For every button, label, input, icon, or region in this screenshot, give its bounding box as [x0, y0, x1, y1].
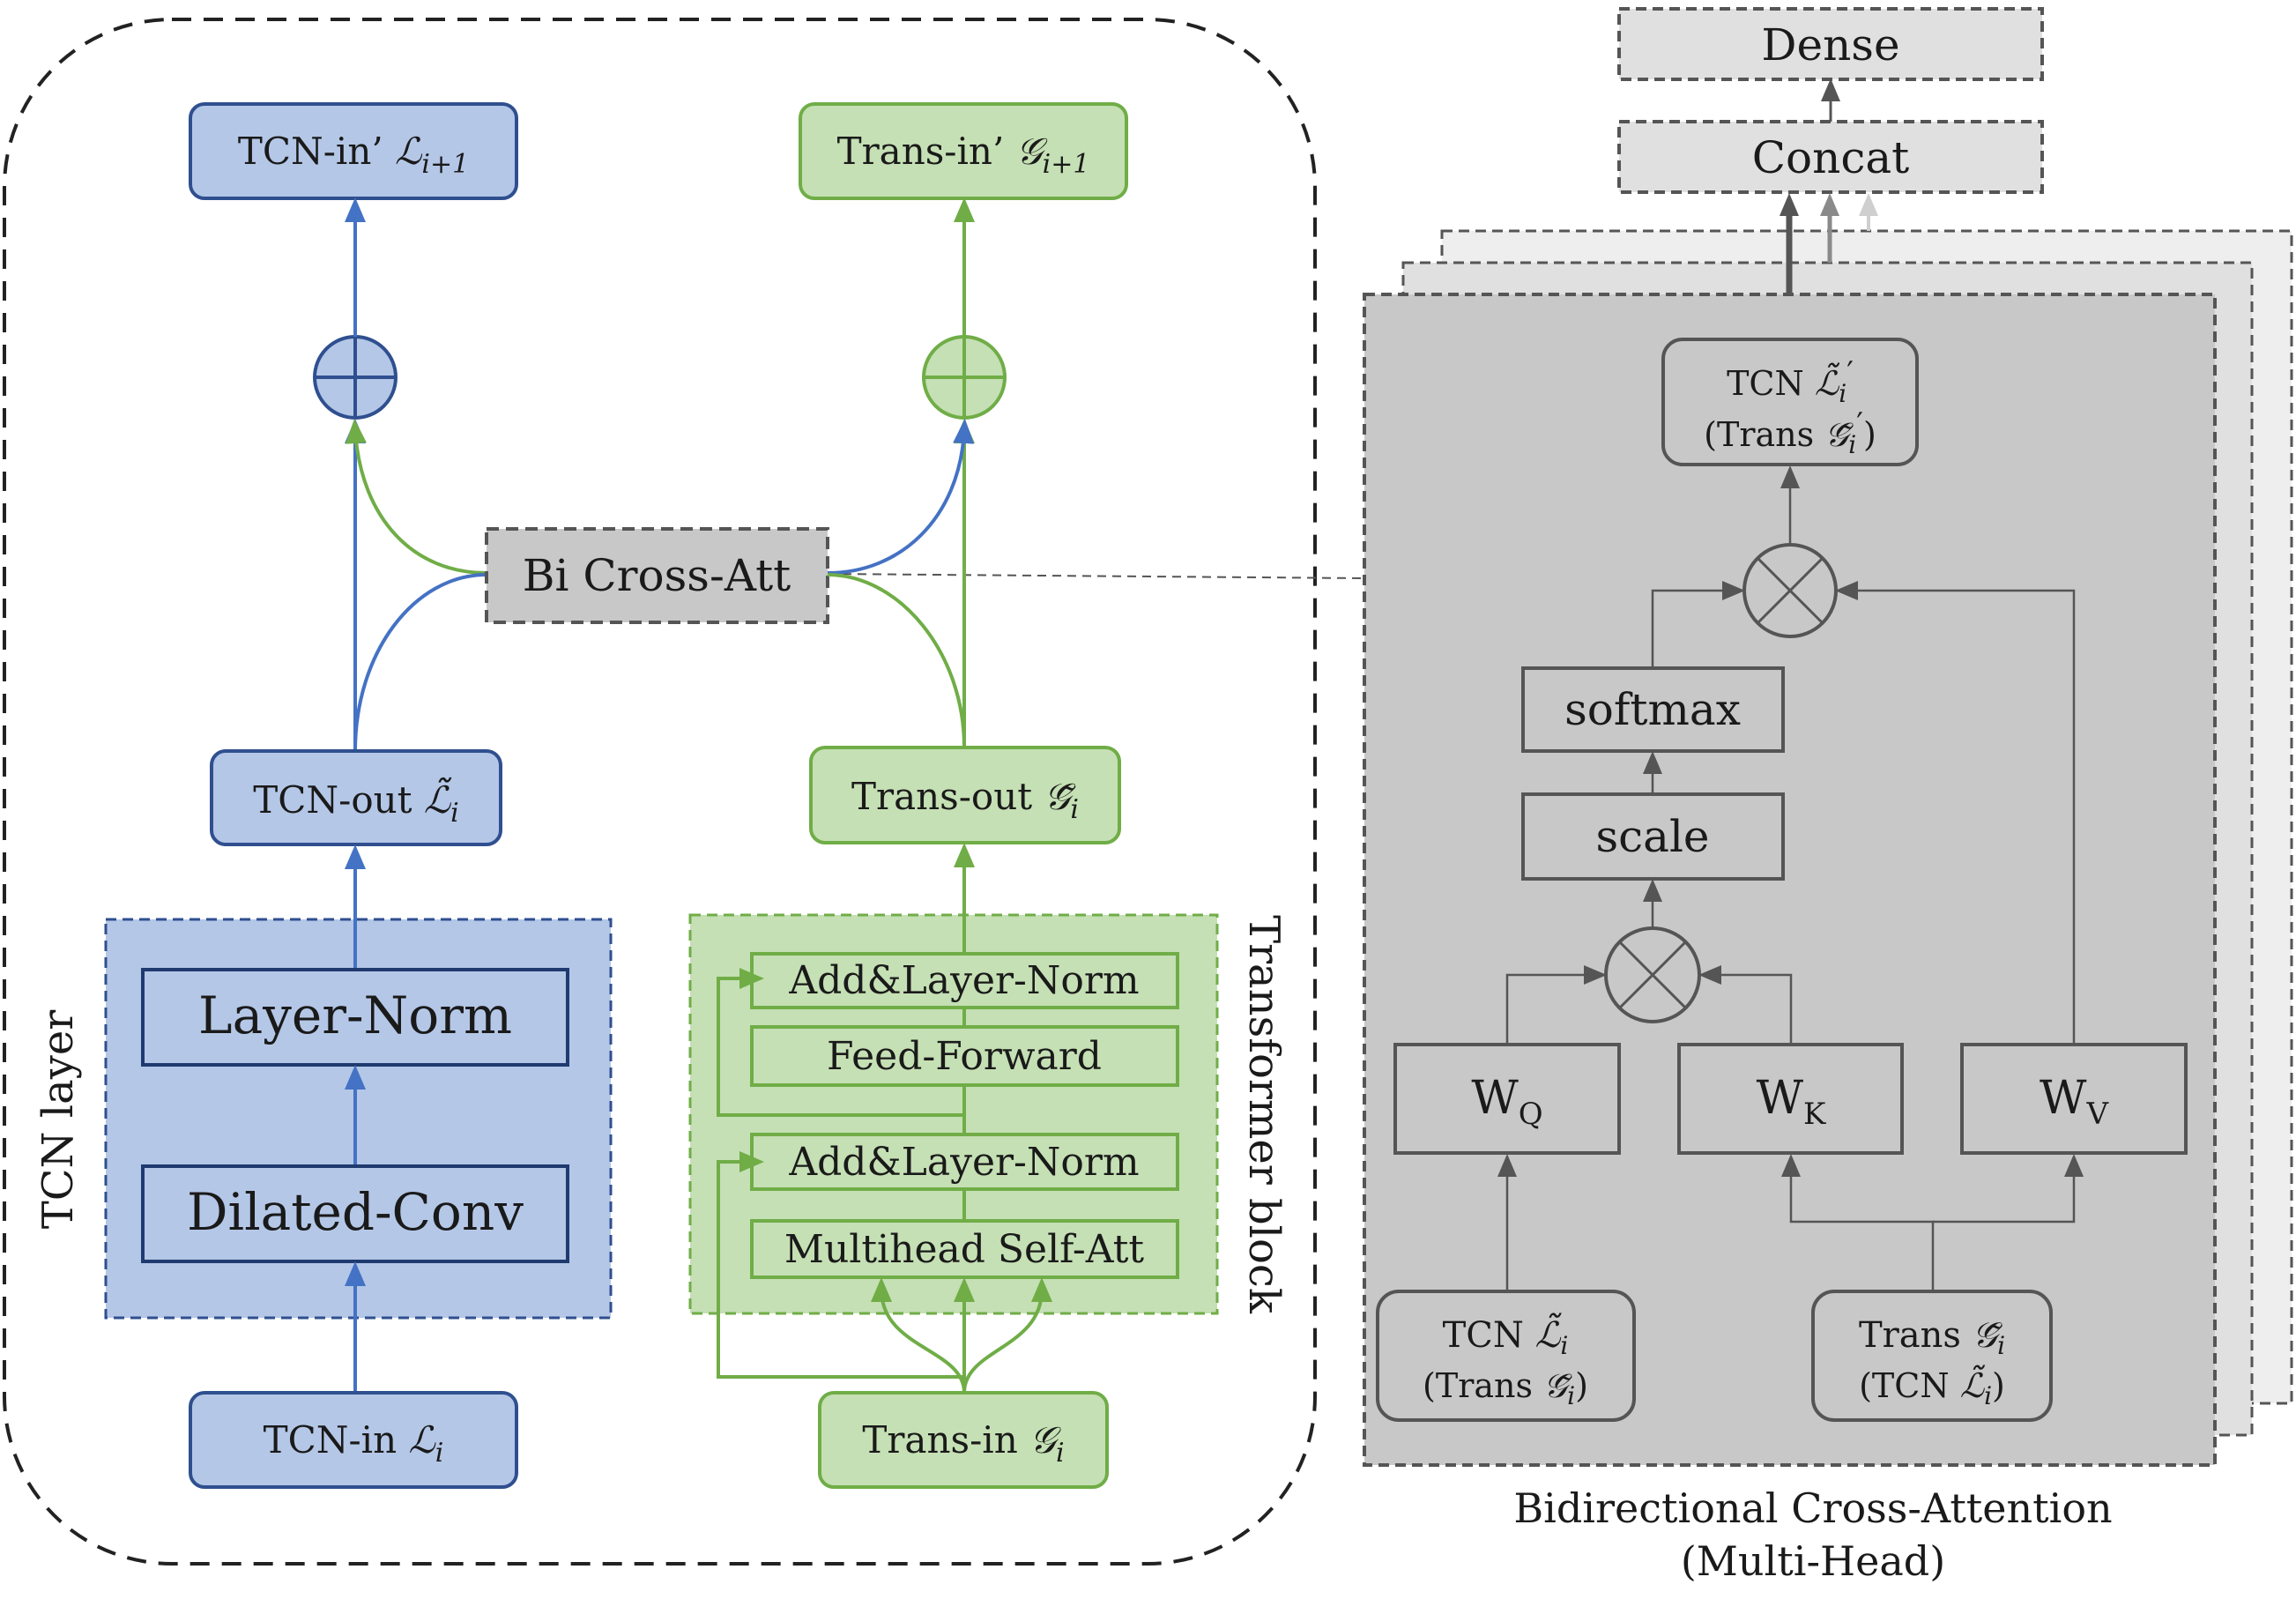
- attention-left-input-line2: (Trans 𝒢̃i): [1423, 1366, 1588, 1410]
- biatt-to-tcn-add-green-curve: [346, 419, 487, 575]
- attention-left-input-line1: TCN ℒ̃i: [1443, 1313, 1569, 1360]
- biatt-to-trans-add-blue-curve: [827, 419, 975, 575]
- attention-caption-line1: Bidirectional Cross-Attention: [1513, 1484, 2112, 1532]
- attention-caption-line2: (Multi-Head): [1681, 1537, 1945, 1585]
- tcn-layer-norm-box: [141, 968, 569, 1067]
- tcn-in-box: [189, 1391, 518, 1489]
- scale-label: scale: [1595, 811, 1709, 862]
- dense-label: Dense: [1761, 19, 1899, 71]
- mult-top-x2: [1756, 556, 1824, 625]
- mult-low-x2: [1618, 941, 1687, 1009]
- attention-output-line2: (Trans 𝒢̃i′): [1704, 406, 1876, 459]
- wq-label: WQ: [1471, 1072, 1542, 1132]
- trans-add-norm-bottom-label: Add&Layer-Norm: [788, 1140, 1139, 1185]
- trans-in-fan-right: [962, 1277, 1052, 1394]
- wq-box: [1393, 1043, 1621, 1155]
- wq-to-mult-arrow: [1505, 965, 1607, 1045]
- tcn-layer-title: TCN layer: [33, 1010, 83, 1229]
- trans-add-norm-bottom-box: [750, 1133, 1179, 1191]
- wk-label: WK: [1757, 1072, 1826, 1132]
- softmax-to-mult-arrow: [1651, 581, 1745, 668]
- bi-cross-att-link: [827, 573, 1365, 579]
- bi-cross-att-label: Bi Cross-Att: [523, 550, 791, 601]
- trans-feed-forward-box: [750, 1025, 1179, 1087]
- tcn-out-label: TCN-out ℒ̃i: [253, 777, 459, 829]
- trans-in-label: Trans-in 𝒢i: [862, 1418, 1064, 1469]
- tcn-out-to-biatt-blue-curve: [353, 573, 487, 752]
- trans-add-norm-top-label: Add&Layer-Norm: [788, 958, 1139, 1003]
- tcn-dilated-conv-label: Dilated-Conv: [187, 1182, 524, 1242]
- trans-out-label: Trans-out 𝒢̃i: [851, 775, 1079, 825]
- attention-right-input-line2: (TCN ℒ̃i): [1859, 1365, 2005, 1410]
- trans-feed-forward-label: Feed-Forward: [827, 1034, 1102, 1079]
- softmax-label: softmax: [1564, 684, 1741, 735]
- wv-label: WV: [2040, 1072, 2109, 1132]
- encoder-outer-border: [3, 18, 1317, 1566]
- trans-in-box: [818, 1391, 1109, 1489]
- trans-in-next-label: Trans-in’ 𝒢i+1: [837, 130, 1090, 180]
- concat-label: Concat: [1752, 132, 1909, 183]
- trans-self-att-box: [750, 1219, 1179, 1279]
- tcn-in-label: TCN-in ℒi: [264, 1418, 444, 1469]
- dense-box: [1617, 7, 2044, 81]
- wv-box: [1960, 1043, 2188, 1155]
- concat-box: [1617, 120, 2044, 194]
- trans-in-fan-left: [871, 1277, 966, 1394]
- wk-to-mult-arrow: [1698, 965, 1793, 1045]
- trans-self-att-label: Multihead Self-Att: [784, 1227, 1145, 1272]
- attention-output-box: [1661, 338, 1919, 466]
- right-input-to-wk-arrow: [1781, 1154, 1935, 1291]
- attention-head-front: [1363, 293, 2217, 1467]
- attention-output-line1: TCN ℒ̃i′: [1727, 355, 1854, 408]
- wk-box: [1677, 1043, 1904, 1155]
- tcn-layer-norm-label: Layer-Norm: [198, 986, 512, 1045]
- residual-input-arrow: [717, 1151, 964, 1379]
- right-input-to-wv-arrow: [1933, 1154, 2084, 1224]
- residual-ff-arrow: [717, 968, 964, 1117]
- scale-box: [1521, 792, 1785, 881]
- attention-right-input-box: [1811, 1290, 2053, 1422]
- transformer-block-title: Transformer block: [1239, 915, 1289, 1314]
- wv-to-mult-arrow: [1835, 581, 2076, 1045]
- bi-cross-att-box: [485, 527, 829, 624]
- attention-left-input-box: [1376, 1290, 1636, 1422]
- tcn-in-next-label: TCN-in’ ℒi+1: [238, 130, 469, 180]
- attention-right-input-line1: Trans 𝒢̃i: [1859, 1315, 2005, 1360]
- trans-out-to-biatt-green-curve: [827, 573, 966, 748]
